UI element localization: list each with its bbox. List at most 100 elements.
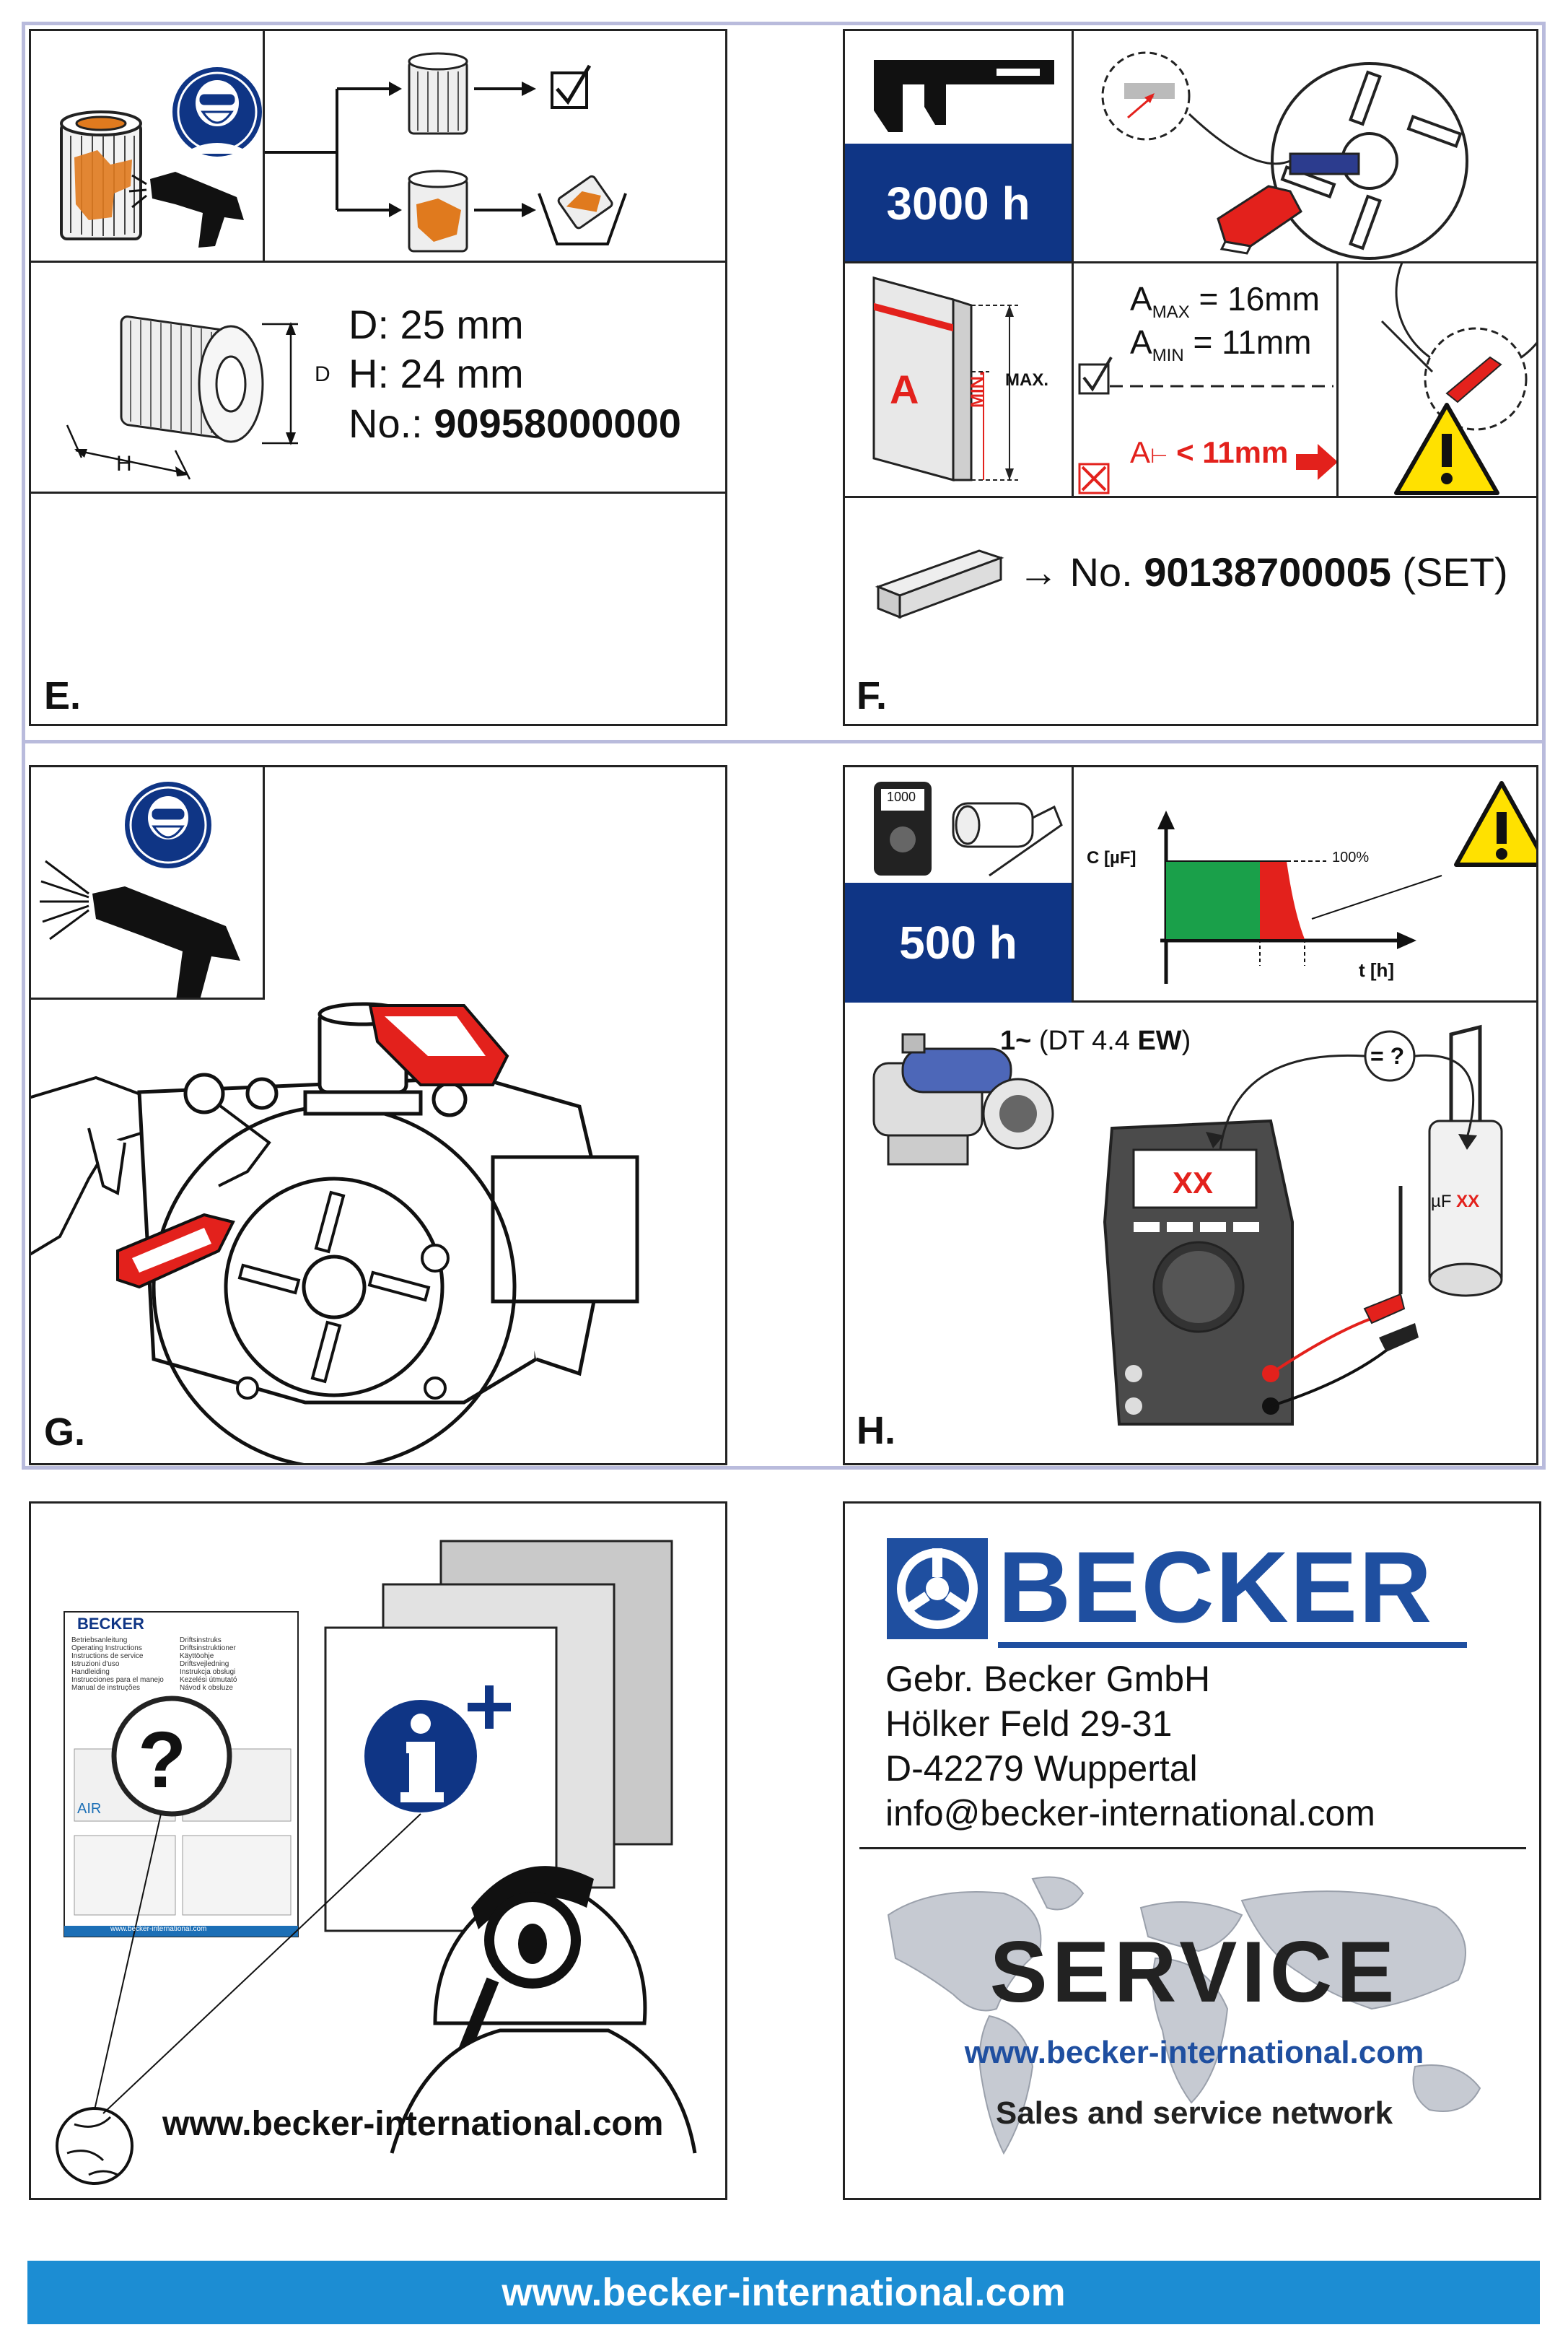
panel-f-letter: F. — [857, 674, 888, 717]
vane-set-value: 90138700005 — [1144, 549, 1391, 595]
amin-value: = 11mm — [1183, 323, 1312, 361]
filter-diameter: D: 25 mm — [349, 302, 524, 347]
vane-gauge-drawing — [872, 276, 1018, 481]
brand-underline — [998, 1642, 1467, 1648]
blowout-icon — [40, 782, 240, 998]
manual-line: Kezelési útmutató — [180, 1676, 237, 1684]
footer-url[interactable]: www.becker-international.com — [27, 2261, 1540, 2324]
gauge-min-label: MIN. — [968, 371, 987, 408]
model-close: ) — [1181, 1026, 1191, 1056]
email[interactable]: info@becker-international.com — [885, 1793, 1375, 1833]
filter-blowout-illustration — [60, 67, 262, 248]
hours-3000: 3000 h — [845, 144, 1074, 263]
amax-line: AMAX = 16mm — [1130, 279, 1320, 323]
bottom-separator — [727, 1501, 843, 2200]
amin-sub: MIN — [1152, 346, 1184, 366]
becker-brand: BECKER — [998, 1530, 1434, 1644]
panel-e: D H D: 25 mm H: 24 mm No.: 90958000000 E… — [29, 29, 727, 726]
caliper-cell — [845, 31, 1074, 146]
manual-line: Betriebsanleitung — [71, 1636, 128, 1644]
meter-box-value: 1000 — [887, 790, 916, 804]
model-bold: EW — [1137, 1026, 1182, 1056]
pump-model-label: 1~ (DT 4.4 EW) — [1000, 1026, 1191, 1057]
filter-height: H: 24 mm — [349, 351, 524, 397]
amin-a: A — [1130, 323, 1152, 361]
city: D-42279 Wuppertal — [885, 1748, 1198, 1789]
service-url[interactable]: www.becker-international.com — [964, 2035, 1424, 2070]
capacitor-measurement-illustration — [872, 1024, 1503, 1426]
world-map — [887, 1876, 1481, 2155]
filter-spec-cell: D H D: 25 mm H: 24 mm No.: 90958000000 — [31, 261, 725, 494]
manual-lines-right: Driftsinstruks Driftsinstruktioner Käytt… — [180, 1636, 237, 1692]
caliper-icon — [874, 60, 1054, 132]
amax-value: = 16mm — [1189, 280, 1320, 318]
info-panel: BECKER Betriebsanleitung Operating Instr… — [29, 1501, 727, 2200]
gauge-a-label: A — [890, 367, 919, 412]
manual-line: Návod k obsluze — [180, 1684, 233, 1692]
hours-500: 500 h — [845, 883, 1074, 1003]
alert-line: A⊢ < 11mm — [1130, 435, 1288, 470]
multimeter-capacitor-icon — [874, 782, 1063, 877]
filter-decision-cell — [263, 31, 725, 263]
capacitor-unit: µF — [1431, 1192, 1457, 1211]
manual-line: Instrukcja obsługi — [180, 1668, 236, 1676]
panel-h-letter: H. — [857, 1409, 895, 1452]
manual-brand: BECKER — [77, 1615, 144, 1633]
vane-warning-cell — [1336, 261, 1536, 498]
manual-lines-left: Betriebsanleitung Operating Instructions… — [71, 1636, 164, 1692]
blowout-icon-cell — [31, 767, 265, 1000]
manual-line: Manual de instruções — [71, 1684, 141, 1692]
dim-h-label: H — [116, 452, 132, 476]
pump-blowout-illustration — [31, 1002, 639, 1463]
amin-line: AMIN = 11mm — [1130, 323, 1312, 366]
vane-set-prefix: → No. — [1018, 549, 1144, 595]
manual-line: Handleiding — [71, 1668, 110, 1676]
filter-decision-flow — [265, 52, 627, 253]
panel-e-letter: E. — [44, 674, 82, 717]
cleaning-icon-cell — [31, 31, 265, 263]
manual-footer-url: www.becker-international.com — [110, 1925, 207, 1933]
vane-cell — [1072, 31, 1536, 263]
vane-gauge-cell: A MAX. MIN. — [845, 261, 1074, 498]
manual-line: Instrucciones para el manejo — [71, 1676, 164, 1684]
filter-part-number: No.: 90958000000 — [349, 399, 681, 448]
alert-value: < 11mm — [1176, 435, 1289, 469]
panel-g: G. — [29, 765, 727, 1465]
question-mark-icon: ? — [138, 1716, 187, 1805]
service-label: SERVICE — [989, 1924, 1399, 2020]
limit-marks — [1078, 356, 1333, 494]
model-open: (DT 4.4 — [1031, 1026, 1138, 1056]
manual-line: Driftsinstruktioner — [180, 1644, 236, 1652]
part-number-label: No.: — [349, 400, 434, 446]
phase-label: 1~ — [1000, 1026, 1032, 1056]
alert-arrow-icon — [1296, 444, 1338, 480]
becker-logo-icon — [887, 1538, 988, 1639]
contact-address: Gebr. Becker GmbH Hölker Feld 29-31 D-42… — [885, 1657, 1375, 1836]
vane-warning-drawing — [1380, 263, 1536, 495]
manual-line: Istruzioni d'uso — [71, 1660, 120, 1668]
chart-100-label: 100% — [1332, 850, 1370, 865]
dim-d-label: D — [315, 362, 330, 386]
contact-panel: BECKER Gebr. Becker GmbH Hölker Feld 29-… — [843, 1501, 1541, 2200]
panel-f: 3000 h — [843, 29, 1538, 726]
rotor-vane-measure — [1101, 51, 1468, 260]
service-network: Sales and service network — [995, 2095, 1393, 2131]
equals-question: = ? — [1370, 1043, 1405, 1069]
vane-part-icon — [875, 549, 1004, 619]
manual-line: Käyttöohje — [180, 1652, 214, 1660]
alert-gauge-icon: ⊢ — [1150, 445, 1168, 467]
documentation-illustration — [56, 1540, 697, 2185]
capacitor-label: µF XX — [1431, 1192, 1479, 1212]
company-name: Gebr. Becker GmbH — [885, 1659, 1211, 1699]
meter-icon-cell: 1000 — [845, 767, 1074, 885]
contact-divider — [859, 1847, 1526, 1849]
street: Hölker Feld 29-31 — [885, 1703, 1173, 1744]
filter-dimension-drawing — [66, 315, 298, 480]
part-number-value: 90958000000 — [434, 400, 681, 446]
vane-set-suffix: (SET) — [1390, 549, 1508, 595]
top-frame — [22, 22, 1546, 743]
info-url[interactable]: www.becker-international.com — [162, 2105, 664, 2143]
chart-x-label: t [h] — [1359, 959, 1395, 981]
gauge-max-label: MAX. — [1005, 370, 1048, 390]
vane-set-number: → No. 90138700005 (SET) — [1018, 548, 1508, 597]
